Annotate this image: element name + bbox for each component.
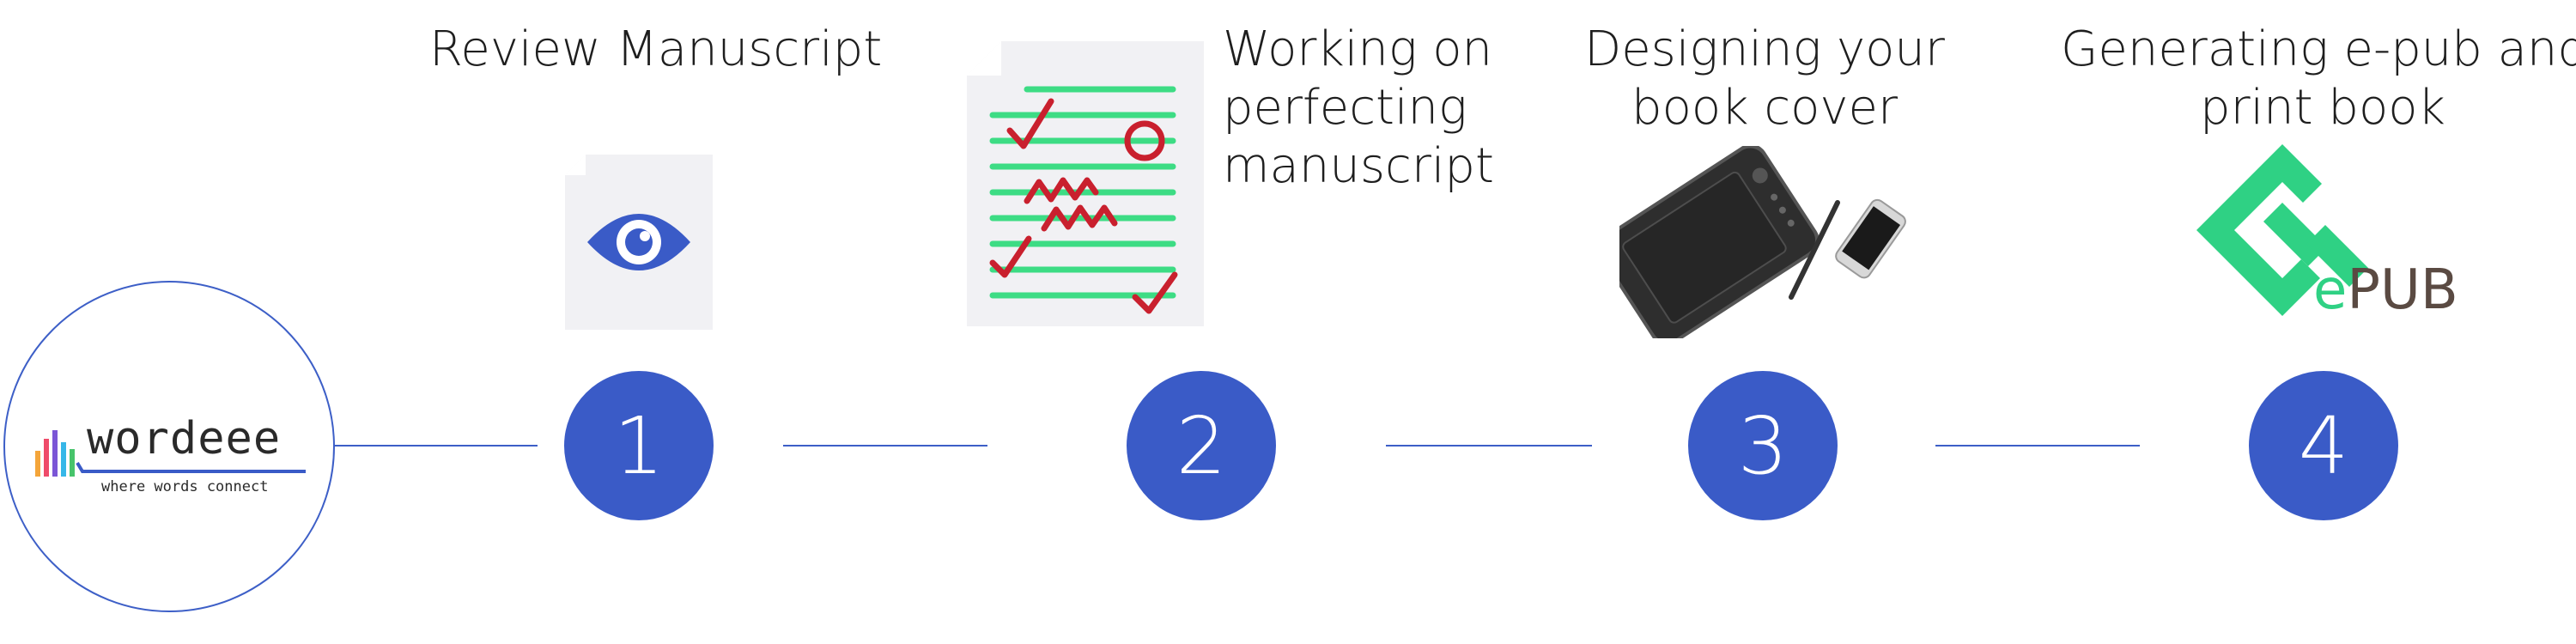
- eye-document-icon: [565, 155, 713, 330]
- logo-tagline: where words connect: [101, 478, 269, 495]
- connector-line-2-3: [1386, 445, 1592, 447]
- edited-manuscript-icon: [967, 41, 1204, 326]
- epub-prefix: e: [2313, 258, 2348, 322]
- connector-line-3-4: [1935, 445, 2140, 447]
- epub-suffix: PUB: [2347, 258, 2458, 322]
- step-label-1: Review Manuscript: [429, 21, 882, 79]
- step-label-3-line-2: book cover: [1631, 80, 1898, 136]
- step-label-2: Working on perfecting manuscript: [1223, 21, 1494, 196]
- epub-mark-icon: [2196, 144, 2368, 316]
- step-label-2-line-3: manuscript: [1223, 138, 1494, 194]
- step-label-4-line-2: print book: [2200, 80, 2445, 136]
- step-label-2-line-2: perfecting: [1223, 80, 1467, 136]
- step-label-4: Generating e-pub and print book: [2061, 21, 2576, 137]
- connector-line-1-2: [783, 445, 987, 447]
- stylus-pen-icon: [1789, 200, 1840, 300]
- connector-line-logo-1: [331, 445, 538, 447]
- step-label-3: Designing your book cover: [1571, 21, 1958, 137]
- wordeee-logo: wordeee where words connect: [3, 281, 335, 612]
- logo-underline: [76, 461, 306, 473]
- step-label-4-line-1: Generating e-pub and: [2061, 21, 2576, 77]
- step-circle-1: 1: [564, 371, 714, 520]
- drawing-tablet-icon: [1619, 146, 1906, 338]
- step-label-2-line-1: Working on: [1223, 21, 1493, 77]
- step-circle-2: 2: [1127, 371, 1276, 520]
- logo-wordmark: wordeee: [87, 413, 282, 465]
- step-label-1-line-1: Review Manuscript: [429, 21, 883, 77]
- step-circle-4: 4: [2249, 371, 2398, 520]
- step-circle-3: 3: [1688, 371, 1838, 520]
- bars-logo-icon: [35, 430, 75, 477]
- epub-logo-icon: ePUB: [2196, 144, 2458, 318]
- step-label-3-line-1: Designing your: [1584, 21, 1945, 77]
- epub-wordmark: ePUB: [2313, 263, 2458, 318]
